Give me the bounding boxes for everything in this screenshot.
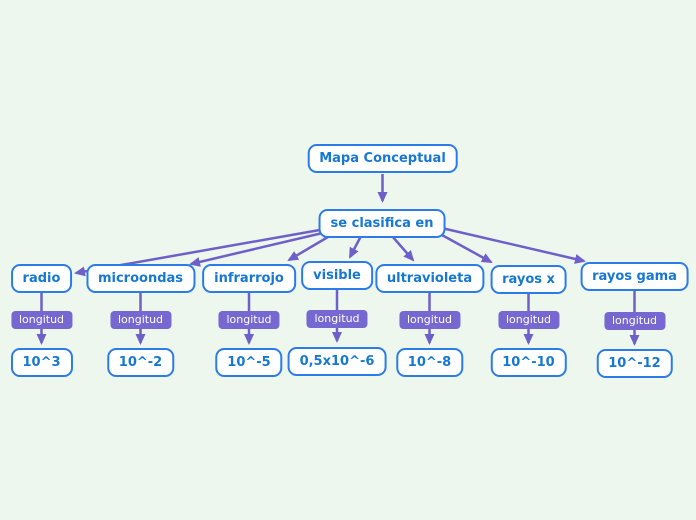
- node-rayos-x[interactable]: rayos x: [490, 265, 567, 294]
- relation-badge-microondas[interactable]: longitud: [109, 311, 172, 329]
- relation-badge-rayos-x[interactable]: longitud: [497, 311, 560, 329]
- node-infrarrojo[interactable]: infrarrojo: [202, 264, 296, 293]
- relation-badge-ultravioleta[interactable]: longitud: [398, 311, 461, 329]
- value-node-infrarrojo[interactable]: 10^-5: [215, 348, 283, 377]
- relation-badge-infrarrojo[interactable]: longitud: [218, 311, 280, 329]
- relation-badge-radio[interactable]: longitud: [10, 311, 73, 329]
- value-node-radio[interactable]: 10^3: [10, 348, 73, 377]
- relation-badge-visible[interactable]: longitud: [306, 310, 368, 328]
- value-node-ultravioleta[interactable]: 10^-8: [395, 348, 464, 377]
- node-root-title[interactable]: Mapa Conceptual: [307, 144, 458, 173]
- relation-badge-rayos-gama[interactable]: longitud: [603, 312, 666, 330]
- value-node-rayos-x[interactable]: 10^-10: [490, 348, 567, 377]
- value-node-visible[interactable]: 0,5x10^-6: [287, 347, 387, 376]
- value-node-microondas[interactable]: 10^-2: [106, 348, 175, 377]
- node-rayos-gama[interactable]: rayos gama: [580, 262, 689, 291]
- value-node-rayos-gama[interactable]: 10^-12: [596, 349, 673, 378]
- node-ultravioleta[interactable]: ultravioleta: [374, 264, 485, 293]
- node-radio[interactable]: radio: [10, 264, 73, 293]
- node-visible[interactable]: visible: [301, 261, 373, 290]
- node-classifier[interactable]: se clasifica en: [318, 209, 446, 238]
- node-microondas[interactable]: microondas: [85, 264, 196, 293]
